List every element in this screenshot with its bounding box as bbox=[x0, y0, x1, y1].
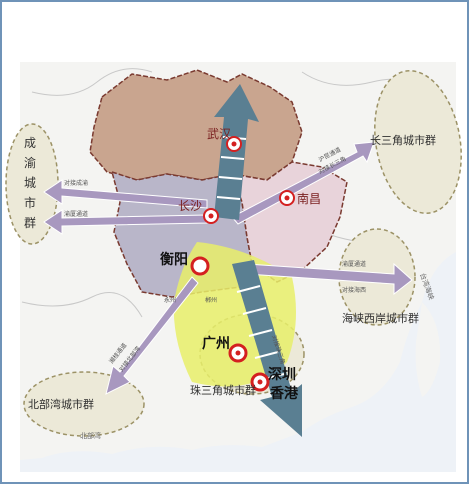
sea-label-beibu-gulf: 北部湾 bbox=[80, 431, 101, 440]
city-label-guangzhou: 广州 bbox=[202, 335, 230, 352]
corridor-label-west-lower: 渝厦通道 bbox=[64, 210, 88, 218]
corridor-arrow-east-upper bbox=[231, 141, 375, 225]
corridor-arrow-east-mid bbox=[246, 262, 413, 296]
corridor-arrow-southwest bbox=[105, 276, 199, 395]
city-label-yongzhou: 永州 bbox=[164, 296, 176, 304]
city-label-hengyang: 衡阳 bbox=[160, 251, 188, 268]
city-circle-icon bbox=[279, 190, 295, 206]
province-hubei bbox=[89, 69, 303, 181]
corridor-arrows bbox=[43, 141, 413, 395]
cluster-label-chengyu-3: 城 bbox=[24, 176, 36, 190]
city-circle-icon bbox=[228, 343, 248, 363]
cluster-label-changjiang: 长三角城市群 bbox=[370, 133, 436, 147]
city-label-nanchang: 南昌 bbox=[297, 191, 321, 206]
cluster-label-chengyu-4: 市 bbox=[24, 195, 36, 210]
city-label-chenzhou: 郴州 bbox=[205, 296, 217, 304]
cluster-label-chengyu-1: 成 bbox=[24, 136, 36, 150]
corridor-label-east-mid-b: 对接海西 bbox=[342, 286, 366, 294]
corridor-label-east-mid-a: 渝厦通道 bbox=[342, 260, 366, 268]
city-label-hongkong: 香港 bbox=[269, 385, 299, 402]
cluster-label-chengyu-2: 渝 bbox=[24, 155, 36, 170]
corridor-arrow-west-lower bbox=[43, 209, 208, 235]
province-jiangxi bbox=[230, 161, 348, 283]
corridor-label-west-upper: 对接成渝 bbox=[64, 179, 88, 187]
cluster-ellipse-changjiang bbox=[374, 69, 462, 215]
cluster-label-pearl-delta: 珠三角城市群 bbox=[190, 383, 256, 397]
city-markers bbox=[190, 136, 295, 392]
taiwan-island bbox=[415, 302, 441, 397]
city-circle-icon bbox=[190, 256, 210, 276]
city-label-shenzhen: 深圳 bbox=[268, 366, 296, 383]
city-label-changsha: 长沙 bbox=[178, 199, 202, 213]
city-circle-icon bbox=[203, 208, 219, 224]
corridor-arrow-west-upper bbox=[43, 179, 208, 209]
cluster-label-beibuwan: 北部湾城市群 bbox=[28, 397, 94, 411]
main-arrow-south bbox=[232, 260, 302, 437]
city-circle-icon bbox=[226, 136, 242, 152]
cluster-label-chengyu-5: 群 bbox=[24, 216, 36, 230]
city-circle-icon bbox=[250, 372, 270, 392]
city-label-wuhan: 武汉 bbox=[207, 127, 231, 141]
cluster-label-haixia: 海峡西岸城市群 bbox=[342, 311, 419, 325]
main-arrows bbox=[214, 84, 302, 437]
main-arrow-north bbox=[214, 84, 259, 220]
